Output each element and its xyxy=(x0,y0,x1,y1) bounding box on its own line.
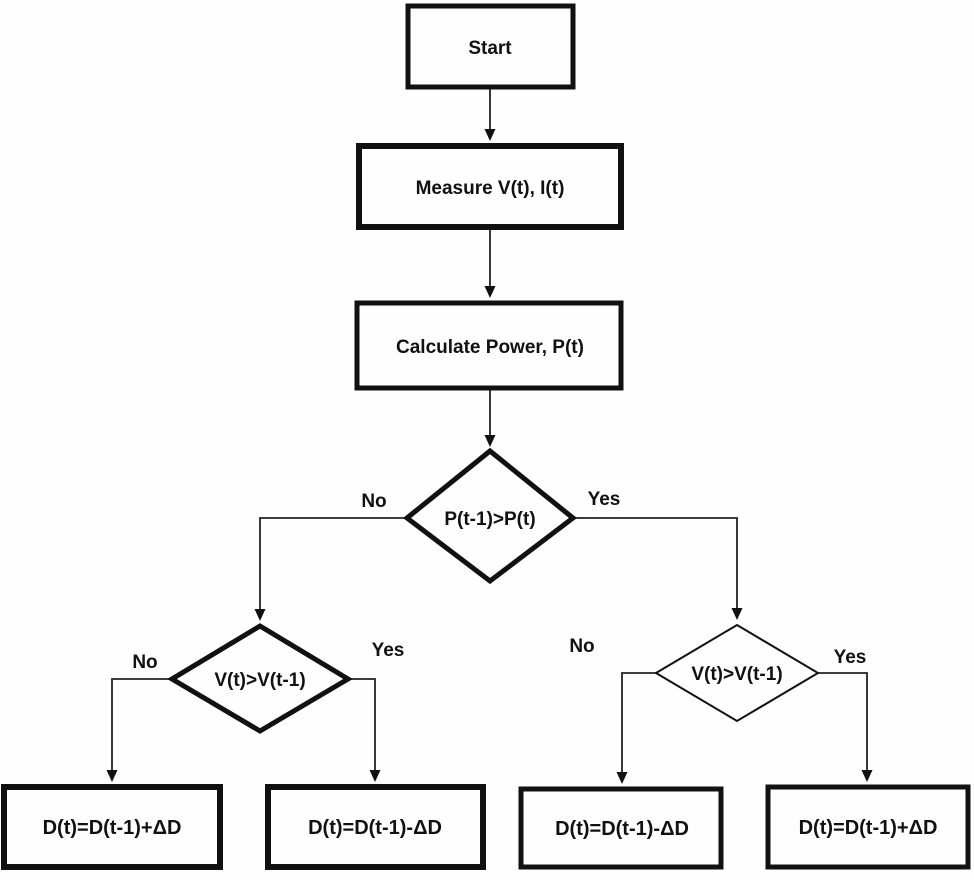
edge-power-no-branch xyxy=(254,517,407,621)
action-node-decrease-left xyxy=(265,784,486,870)
action-node-increase-right xyxy=(765,784,971,870)
voltage-decision-left-diamond xyxy=(167,623,353,734)
action-node-decrease-right xyxy=(518,786,724,870)
edge-left-no-branch xyxy=(106,678,172,782)
voltage-decision-right-label: V(t)>V(t-1) xyxy=(691,664,782,685)
action-increase-right-label: D(t)=D(t-1)+ΔD xyxy=(799,817,938,839)
action-decrease-right-label: D(t)=D(t-1)-ΔD xyxy=(555,818,689,840)
action-decrease-left-label: D(t)=D(t-1)-ΔD xyxy=(308,817,442,839)
voltage-decision-right-diamond xyxy=(654,623,820,723)
power-decision-label: P(t-1)>P(t) xyxy=(444,509,535,530)
measure-node-label: Measure V(t), I(t) xyxy=(416,178,565,199)
start-node-label: Start xyxy=(468,38,512,59)
edge-label-right-no: No xyxy=(569,636,594,657)
edge-left-yes-branch xyxy=(348,678,381,782)
action-node-increase-left xyxy=(1,784,223,870)
edge-label-power-no: No xyxy=(361,491,386,512)
measure-node xyxy=(356,143,624,230)
edge-power-yes-branch xyxy=(573,517,743,620)
edge-label-left-no: No xyxy=(132,652,157,673)
edge-right-yes-branch xyxy=(818,672,873,782)
calculate-node xyxy=(354,300,624,391)
edge-label-left-yes: Yes xyxy=(372,640,405,661)
calculate-node-label: Calculate Power, P(t) xyxy=(396,337,584,358)
voltage-decision-left-label: V(t)>V(t-1) xyxy=(214,670,305,691)
edge-label-power-yes: Yes xyxy=(588,489,621,510)
edge-label-right-yes: Yes xyxy=(834,647,867,668)
edge-right-no-branch xyxy=(616,672,656,784)
action-increase-left-label: D(t)=D(t-1)+ΔD xyxy=(43,817,182,839)
start-node xyxy=(405,3,576,90)
power-decision-diamond xyxy=(402,447,578,585)
